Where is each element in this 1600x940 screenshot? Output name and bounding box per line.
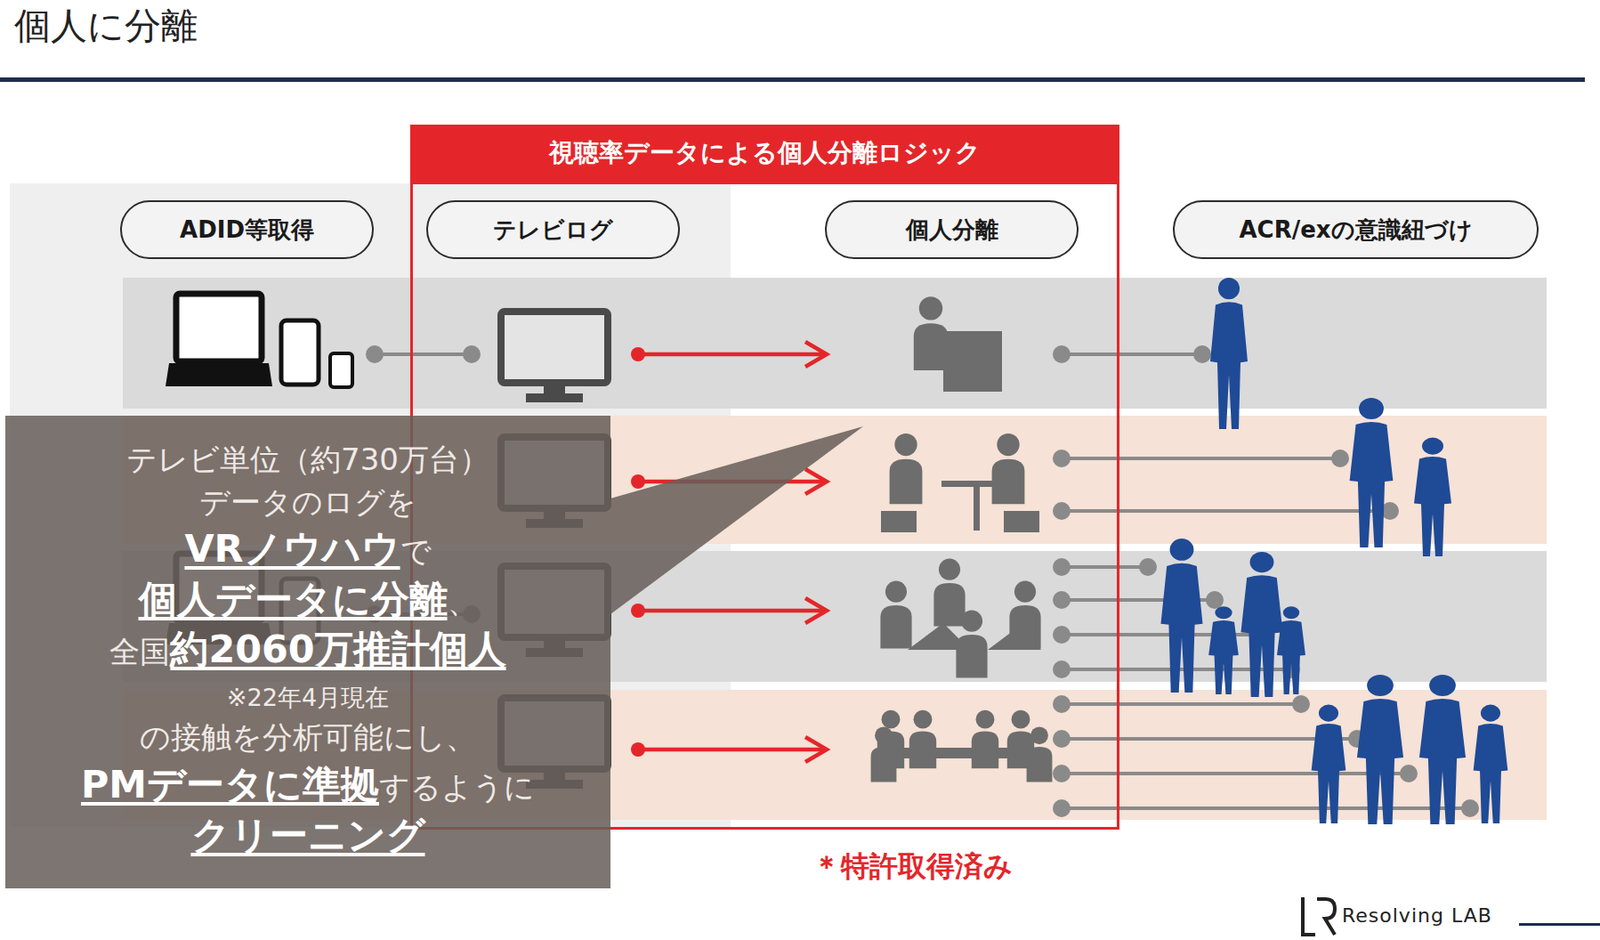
callout-text: の接触を分析可能にし、 (139, 719, 477, 755)
emphasis-text: 個人データに分離 (138, 576, 448, 622)
callout-text: するように (379, 768, 535, 805)
callout-box: テレビ単位（約730万台）データのログをVRノウハウで個人データに分離、全国約2… (5, 415, 611, 889)
callout-text: ※22年4月現在 (226, 683, 390, 712)
callout-line: PMデータに準拠するように (5, 759, 611, 810)
note-label: ＊特許取得済み (812, 847, 1013, 887)
emphasis-text: PMデータに準拠 (80, 761, 380, 807)
pill-text: ADID等取得 (179, 214, 315, 246)
callout-text: 、 (447, 583, 478, 620)
column-pill: ADID等取得 (120, 200, 374, 259)
emphasis-text: VRノウハウ (184, 525, 400, 571)
pill-text: テレビログ (492, 214, 614, 246)
frame-header: 視聴率データによる個人分離ロジック (410, 124, 1120, 182)
callout-line: 全国約2060万推計個人 (5, 623, 611, 675)
emphasis-text: 約2060万推計個人 (169, 626, 506, 671)
callout-text: テレビ単位（約730万台）データのログをVRノウハウで個人データに分離、全国約2… (5, 415, 611, 860)
column-pill: テレビログ (426, 200, 680, 259)
callout-line: の接触を分析可能にし、 (5, 716, 611, 760)
pill-text: ACR/exの意識紐づけ (1238, 214, 1472, 246)
callout-line: テレビ単位（約730万台） (5, 438, 611, 482)
column-pill: 個人分離 (824, 200, 1079, 259)
callout-text: 全国 (109, 633, 170, 670)
callout-line: クリーニング (5, 809, 611, 861)
callout-line: 個人データに分離、 (5, 573, 611, 625)
callout-line: ※22年4月現在 (5, 674, 611, 718)
page-title: 個人に分離 (14, 1, 198, 51)
pill-text: 個人分離 (905, 214, 999, 246)
callout-text: データのログを (199, 484, 417, 520)
column-pill: ACR/exの意識紐づけ (1172, 200, 1539, 259)
callout-line: データのログを (5, 481, 611, 525)
emphasis-text: クリーニング (191, 812, 426, 857)
logo-text: Resolving LAB (1341, 904, 1493, 927)
callout-line: VRノウハウで (5, 523, 611, 574)
callout-text: で (400, 533, 432, 569)
callout-text: テレビ単位（約730万台） (126, 441, 490, 477)
